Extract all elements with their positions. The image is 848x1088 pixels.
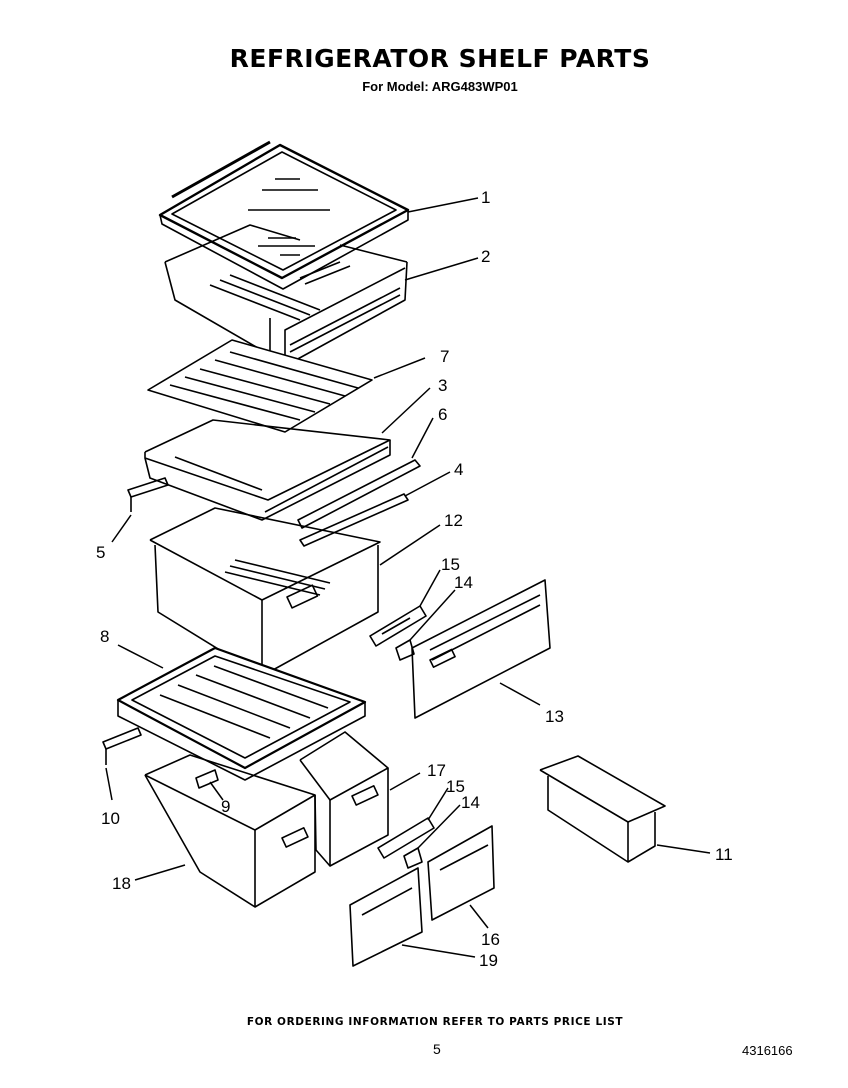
callout-5: 5 [96,543,105,562]
callout-1: 1 [481,188,490,207]
callout-labels: 1 2 7 3 6 4 5 12 15 14 8 13 11 10 9 17 1… [96,188,733,970]
callout-7: 7 [440,347,449,366]
drawer-part-17 [299,731,389,867]
divider-part-9 [195,769,219,789]
callout-10: 10 [101,809,120,828]
callout-12: 12 [444,511,463,530]
model-subtitle: For Model: ARG483WP01 [362,79,518,94]
callout-17: 17 [427,761,446,780]
callout-16: 16 [481,930,500,949]
callout-18: 18 [112,874,131,893]
callout-6: 6 [438,405,447,424]
page-number: 5 [433,1041,441,1057]
shelf-panel-part-7 [147,339,373,433]
page-title: REFRIGERATOR SHELF PARTS [229,44,651,73]
callout-13: 13 [545,707,564,726]
drawer-part-18 [144,754,316,908]
callout-19: 19 [479,951,498,970]
drawer-front-part-19 [349,867,423,967]
callout-15-upper: 15 [441,555,460,574]
handle-part-15-upper [369,605,427,647]
rail-part-5 [127,477,169,512]
callout-3: 3 [438,376,447,395]
callout-11: 11 [715,845,733,864]
glass-shelf-part-1 [158,140,410,290]
clip-part-14-upper [395,639,415,661]
rail-part-4 [299,493,409,547]
callout-14-upper: 14 [454,573,473,592]
callout-9: 9 [221,797,230,816]
leader-lines [105,197,711,958]
callout-4: 4 [454,460,463,479]
crisper-front-part-13 [411,579,551,719]
shelf-part-8 [116,646,367,781]
shelf-frame-part-3 [144,419,391,521]
ordering-information-note: FOR ORDERING INFORMATION REFER TO PARTS … [246,1016,624,1028]
callout-8: 8 [100,627,109,646]
callout-15-lower: 15 [446,777,465,796]
document-number: 4316166 [742,1043,793,1058]
door-bin-part-11 [539,755,666,863]
crisper-pan-part-12 [149,507,381,677]
callout-14-lower: 14 [461,793,480,812]
clip-part-14-lower [403,847,423,869]
drawer-front-part-16 [427,825,495,921]
callout-2: 2 [481,247,490,266]
handle-part-15-lower [377,817,435,859]
rail-part-10 [102,727,142,765]
